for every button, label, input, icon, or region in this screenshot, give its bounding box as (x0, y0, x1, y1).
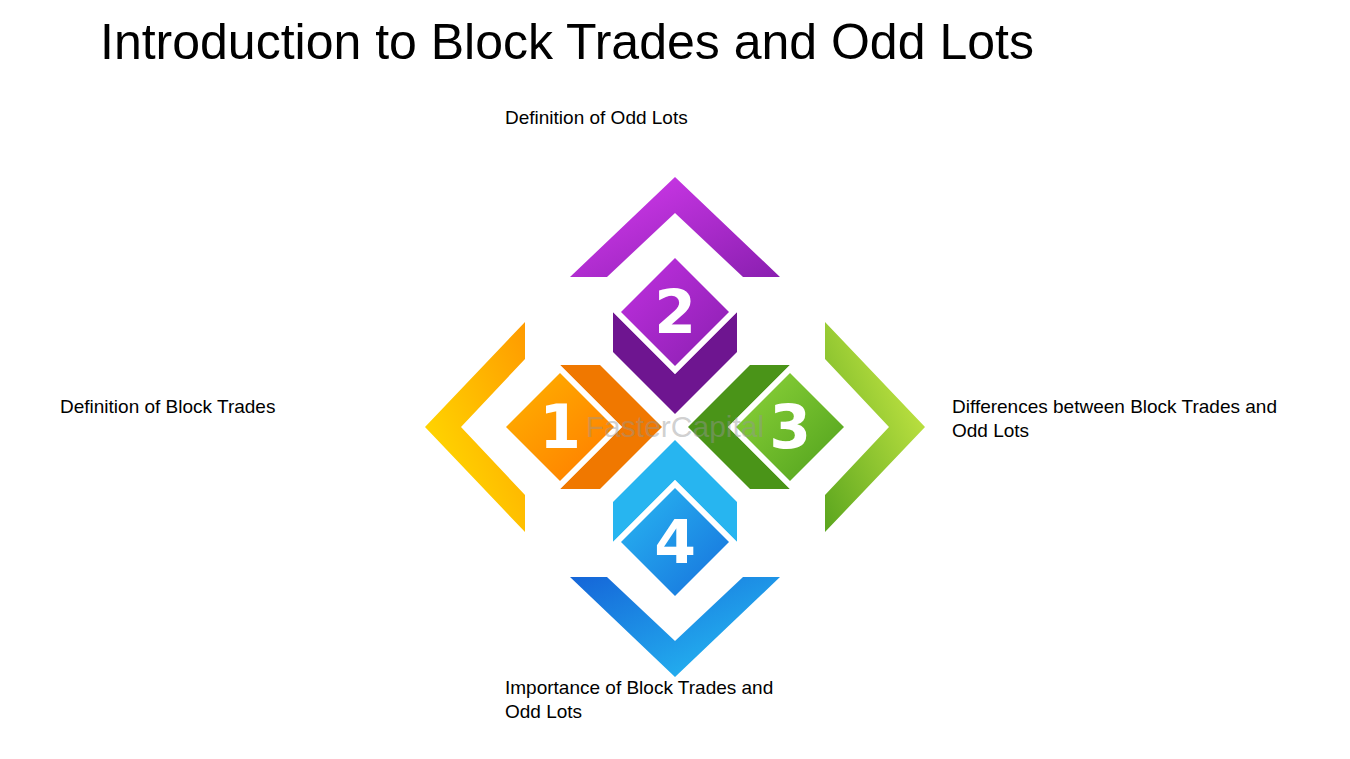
title-text: Introduction to Block Trades and Odd Lot… (100, 12, 1034, 72)
section-label: Differences between Block Trades and Odd… (952, 395, 1282, 443)
blue-arm (570, 440, 780, 677)
numbered-diamond: 2 (613, 250, 737, 374)
numbered-diamond: 4 (613, 480, 737, 604)
section-label: Importance of Block Trades and Odd Lots (505, 676, 810, 724)
section-label: Definition of Block Trades (60, 395, 390, 419)
callout-number: 4 (613, 480, 737, 604)
section-label: Definition of Odd Lots (505, 106, 835, 130)
callout-number: 2 (613, 250, 737, 374)
watermark: FasterCapital (586, 410, 764, 444)
